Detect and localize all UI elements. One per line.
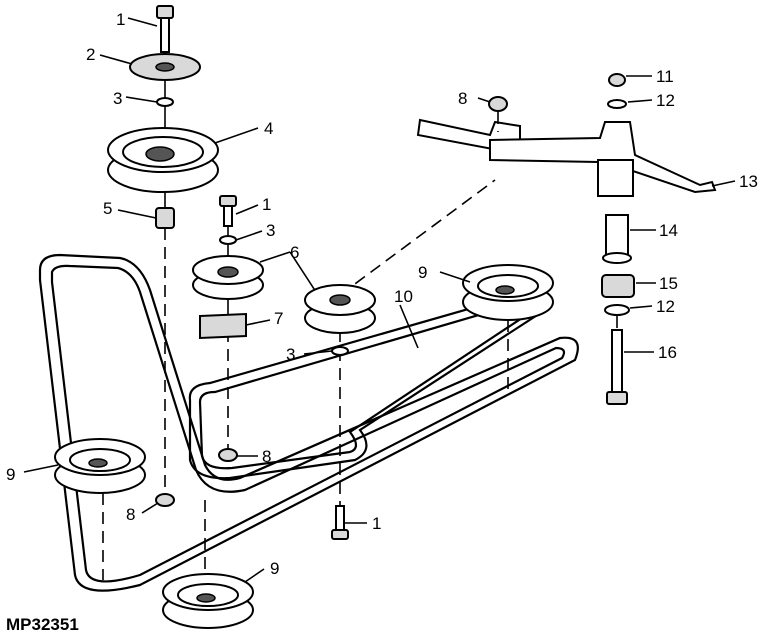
bolt-shank (160, 17, 170, 53)
bolt-head (156, 5, 174, 19)
drive-pulley-stack (99, 5, 259, 495)
belt-inner-loop (50, 264, 566, 583)
deck-pulley-left (23, 438, 175, 580)
callout-6: 6 (290, 243, 299, 262)
callout-1-idler: 1 (262, 195, 271, 214)
washer (156, 97, 174, 107)
callout-1-top: 1 (116, 10, 125, 29)
callout-4: 4 (264, 119, 273, 138)
callout-15: 15 (659, 274, 678, 293)
callout-7: 7 (274, 309, 283, 328)
deck-pulley-right (439, 264, 554, 390)
callout-labels: 1 2 3 4 5 1 3 6 7 8 8 8 9 9 9 10 3 1 11 … (6, 10, 758, 578)
callout-9-right: 9 (418, 263, 427, 282)
belt-inner-idler-loop-2 (198, 307, 530, 470)
callout-9-left: 9 (6, 465, 15, 484)
callout-11: 11 (656, 67, 674, 86)
callout-10: 10 (394, 287, 413, 306)
callout-2: 2 (86, 45, 95, 64)
callout-12-top: 12 (656, 91, 675, 110)
figure-id: MP32351 (6, 615, 79, 634)
belt-inner-idler-loop (188, 296, 547, 480)
spacer (155, 207, 175, 229)
idler-pulley-stack (192, 195, 319, 462)
callout-3-center: 3 (286, 345, 295, 364)
callout-16: 16 (658, 343, 677, 362)
idler-arm-assembly (416, 73, 736, 405)
callout-12-bottom: 12 (656, 297, 675, 316)
callout-8-bottom: 8 (126, 505, 135, 524)
callout-3-idler: 3 (266, 221, 275, 240)
idler-bracket (199, 312, 247, 340)
pivot-bolt (611, 329, 623, 393)
deck-pulley-bottom (162, 500, 265, 629)
belt-drive (38, 253, 579, 592)
callout-8-top: 8 (458, 89, 467, 108)
callout-5: 5 (103, 199, 112, 218)
callout-3-top: 3 (113, 89, 122, 108)
callout-13: 13 (739, 172, 758, 191)
spacer-block (601, 274, 635, 298)
center-idler-stack (303, 179, 496, 540)
callout-14: 14 (659, 221, 678, 240)
callout-9-bottom: 9 (270, 559, 279, 578)
callout-8-mid: 8 (262, 447, 271, 466)
callout-1-bottom: 1 (372, 514, 381, 533)
belt-outer-loop (38, 253, 579, 592)
